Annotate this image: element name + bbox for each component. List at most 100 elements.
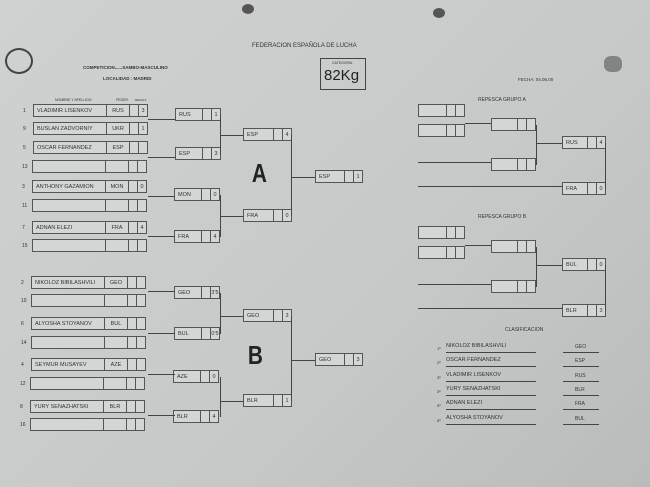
bracket-line [220,401,243,402]
empty-cell [127,295,136,306]
box-text [33,161,105,172]
fed-cell: ESP [106,142,129,153]
fed-cell: UKR [106,123,129,134]
empty-cell [129,123,138,134]
empty-cell [128,222,137,233]
bracket-line [536,143,562,144]
seed-number: 14 [21,340,27,346]
box-text [419,227,446,238]
repesca-box [491,240,536,253]
bracket-line [446,380,536,382]
bracket-line [291,316,292,401]
empty-cell [344,354,353,365]
score-cell [137,240,146,251]
box-text: ALYOSHA STOYANOV [35,321,92,327]
classification-fed: GEO [575,344,587,350]
fed-cell: GEO [104,277,127,288]
bracket-line [418,308,562,309]
score-cell: 0 [282,210,291,221]
fed-cell: RUS [106,105,129,116]
box-text: BUL [566,262,577,268]
box-text [31,378,103,389]
fed-cell: AZE [104,359,127,370]
empty-cell [587,183,596,194]
bracket-line [446,409,536,411]
box-text: BUSLAN ZADVORNIY [37,126,93,132]
score-cell: 3 [138,105,147,116]
entry-box: ALYOSHA STOYANOV BUL [31,317,146,330]
box-text: NIKOLOZ BIBILASHVILI [35,280,96,286]
empty-cell [587,305,596,316]
empty-cell [517,281,526,292]
empty-cell [128,200,137,211]
entry-box [30,418,145,431]
score-cell: 3 [596,305,605,316]
seed-number: 10 [21,298,27,304]
bracket-line [148,332,175,334]
repesca-box [418,104,465,117]
score-cell [526,159,535,170]
empty-cell [202,109,211,120]
score-cell: 0 [210,189,219,200]
score-cell: 1 [138,123,147,134]
empty-cell [200,411,209,422]
date: FECHA: 04.06.00 [518,77,554,82]
score-cell [136,318,145,329]
fed-cell [104,295,127,306]
seed-number: 2 [21,280,24,286]
box-text: OSCAR FERNANDEZ [37,145,92,151]
box-text: ADNAN ELEZI [36,225,73,231]
empty-cell [201,287,210,298]
classification-name: ADNAN ELEZI [446,400,483,407]
score-cell: 0 [209,371,218,382]
entry-box [32,199,147,212]
box-text [419,105,446,116]
score-cell [138,142,147,153]
repesca-box [418,124,465,137]
score-cell [455,247,464,258]
fed-cell [103,378,126,389]
seed-number: 16 [20,422,26,428]
box-text: RUS [179,112,191,118]
bracket-line [291,135,292,216]
empty-cell [446,227,455,238]
punch-hole [242,4,254,14]
fed-cell: BUL [104,318,127,329]
bracket-line [446,423,536,425]
box-text [32,295,104,306]
fed-cell [105,240,128,251]
classification-place: 2º [437,360,441,366]
box-text: GEO [319,357,332,363]
seed-number: 12 [20,381,26,387]
classification-place: 1º [437,346,441,351]
score-cell: 4 [210,231,219,242]
empty-cell [517,119,526,130]
empty-cell [273,395,282,406]
empty-cell [344,171,353,182]
score-cell: 0 [137,181,146,192]
bracket-line [536,265,562,266]
seed-number: 1 [23,108,26,114]
classification-name: OSCAR FERNANDEZ [446,357,501,364]
bracket-line [446,394,536,396]
box-text: FRA [178,234,189,240]
classification-fed: ESP [575,358,586,365]
bracket-line [563,366,599,368]
score-cell: 3'5 [210,287,219,298]
bracket-line [148,119,175,120]
sheet-title: FEDERACION ESPAÑOLA DE LUCHA [252,43,357,49]
score-cell [455,105,464,116]
empty-cell [127,337,136,348]
empty-cell [129,105,138,116]
competition: COMPETICION......SAMBO-MASCULINO [83,65,168,70]
classification-place: 5º [437,403,441,409]
empty-cell [128,181,137,192]
seed-number: 15 [22,243,28,249]
group-b-label: B [247,340,263,370]
